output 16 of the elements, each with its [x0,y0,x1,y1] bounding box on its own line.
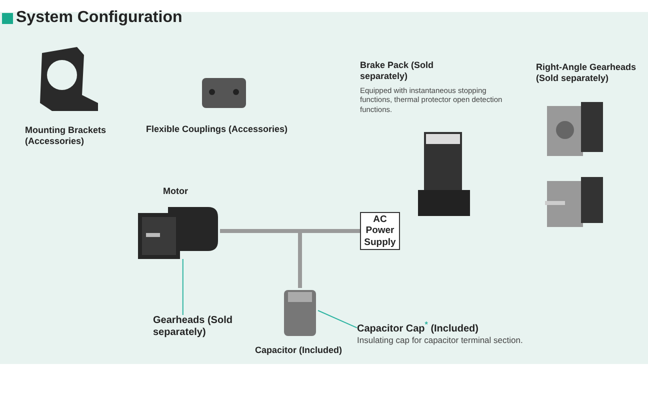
title: System Configuration [16,9,182,27]
node-label: Right-Angle Gearheads (Sold separately) [536,62,638,84]
node-label: Mounting Brackets (Accessories) [25,125,108,147]
coupling-drawing [200,76,248,110]
node-label: Flexible Couplings (Accessories) [146,124,289,135]
node-label: Brake Pack (Sold separately) [360,60,435,82]
node-label: Motor [163,186,189,197]
callout-text: Gearheads (Sold separately) [153,315,283,339]
node-label: Capacitor (Included) [255,345,344,356]
capacitor-drawing [282,288,318,338]
gearhead-drawing [545,175,605,230]
leader-line [318,310,358,328]
leader-line [182,258,184,316]
brake-pack-drawing [418,130,470,218]
power-supply-box: AC Power Supply [360,212,400,250]
callout-text: Capacitor Cap$^{*}$ (Included) Insulating cap for capacitor terminal section. [357,320,547,346]
